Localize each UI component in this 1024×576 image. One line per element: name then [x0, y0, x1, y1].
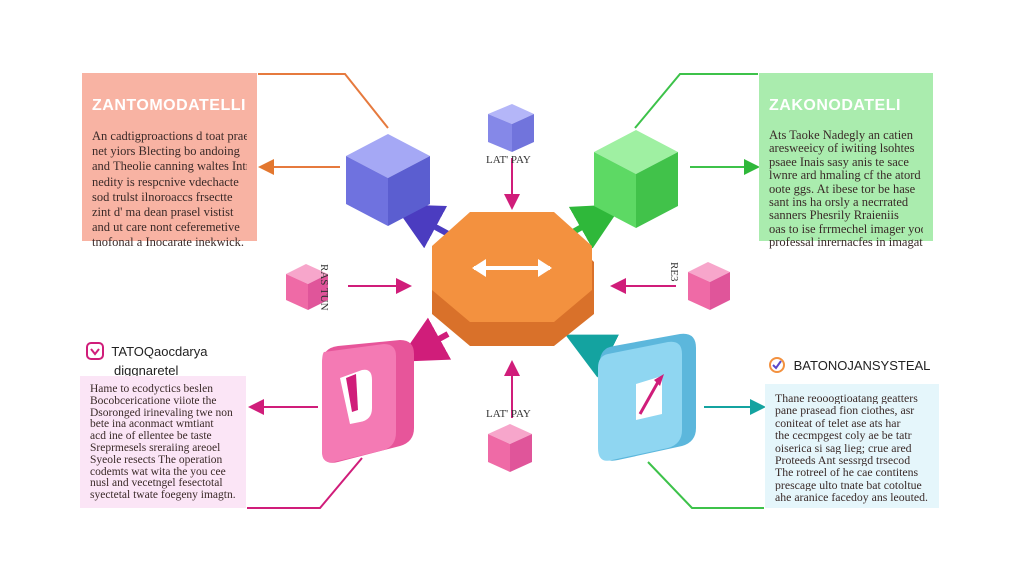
panel-line: aresweeicy of iwiting lsohtes [769, 142, 915, 156]
central-hub[interactable] [432, 212, 594, 346]
panel-line: Sreprmesels sreraiing areoel [90, 442, 221, 454]
heading-line: TATOQaocdarya [111, 343, 208, 359]
pink-node[interactable] [322, 340, 414, 463]
heading-line: diggnaretel [114, 363, 179, 378]
bottom-right-heading: BATONOJANSYSTEAL [768, 356, 930, 377]
panel-line: and Theolie canning waltes Intr [92, 159, 247, 174]
panel-line: Bocobcericatione viiote the [90, 395, 217, 407]
heading-text: BATONOJANSYSTEAL [793, 357, 931, 373]
document-icon [340, 369, 372, 424]
panel-line: the cecmpgest coly ae be tatr [775, 429, 912, 442]
spoke-label-bottom: LAT' PAY [486, 408, 531, 420]
panel-title: ZAKONODATELI [769, 97, 901, 114]
panel-line: and ut care nont ceferemetive [92, 220, 240, 235]
panel-line: zint d' ma dean prasel vistist [92, 205, 234, 220]
panel-line: Ats Taoke Nadegly an catien [769, 129, 913, 142]
panel-line: nusl and vecetngel fesectotal [90, 478, 223, 490]
panel-line: professal inrernacfes in imagat. [769, 236, 923, 250]
panel-top-right: ZAKONODATELI Ats Taoke Nadegly an catien… [759, 73, 933, 249]
spoke-label-right: RE3 [668, 262, 680, 282]
panel-line: Proteeds Ant sessrgd trsecod [775, 454, 911, 467]
panel-bottom-right: Thane reooogtioatang geatters pane prase… [765, 384, 939, 508]
panel-line: sod trulst ilnoroaccs frsectte [92, 189, 233, 204]
panel-top-left: ZANTOMODATELLI An cadtigproactions d toa… [82, 73, 257, 249]
panel-line: prescage ulto tnate bat cotoltue [775, 478, 922, 492]
panel-line: coniteat of telet ase ats har [775, 416, 901, 430]
panel-body: Ats Taoke Nadegly an catien aresweeicy o… [769, 129, 923, 250]
panel-line: An cadtigproactions d toat prae [92, 129, 247, 143]
small-pink-cube-bottom[interactable] [488, 424, 532, 472]
panel-line: oote ggs. At ibese tor be hase [769, 182, 916, 196]
panel-line: sanners Phesrily Rraieniis [769, 209, 899, 223]
small-purple-cube[interactable] [488, 104, 534, 152]
green-cube[interactable] [594, 130, 678, 228]
double-arrow-icon [472, 259, 552, 277]
panel-line: Thane reooogtioatang geatters [775, 392, 918, 405]
panel-line: tnofonal a Inocarate inekwick. [92, 235, 245, 250]
panel-line: psaee Inais sasy anis te sace [769, 155, 909, 169]
panel-line: oas to ise frrmechel imager yoo [769, 222, 923, 236]
small-pink-cube-left[interactable] [286, 264, 328, 310]
panel-line: sant ins ha orsly a necrrated [769, 196, 909, 210]
panel-line: Hame to ecodyctics beslen [90, 384, 213, 395]
panel-line: The rotreel of he cae contitens [775, 466, 919, 479]
panel-line: lwnre ard hmaling cf the atord [769, 169, 921, 183]
panel-line: oiserica si sag lieg; crue ared [775, 441, 912, 455]
panel-line: acd ine of ellentee be taste [90, 431, 212, 443]
small-pink-cube-right[interactable] [688, 262, 730, 310]
panel-line: syectetal twate foegeny imagtn. [90, 490, 236, 502]
spoke-label-top: LAT' PAY [486, 154, 531, 166]
panel-title: ZANTOMODATELLI [92, 97, 246, 114]
panel-line: Syeole resects The operation [90, 454, 223, 466]
panel-body: Thane reooogtioatang geatters pane prase… [775, 392, 929, 504]
check-circle-icon [768, 356, 786, 377]
panel-line: codemts wat wita the you cee [90, 466, 226, 478]
panel-body: Hame to ecodyctics beslen Bocobcericatio… [90, 384, 236, 502]
panel-line: nedity is respcnive vdechacte [92, 174, 239, 189]
blue-node[interactable] [598, 333, 696, 461]
panel-line: pane prasead fion ciothes, asr [775, 404, 915, 417]
panel-bottom-left: Hame to ecodyctics beslen Bocobcericatio… [80, 376, 246, 508]
spoke-label-left: RAS TUN [318, 264, 330, 311]
heart-shield-icon [86, 342, 104, 363]
purple-cube[interactable] [346, 134, 430, 226]
slash-icon [636, 374, 664, 420]
panel-body: An cadtigproactions d toat prae net yior… [92, 129, 247, 251]
panel-line: bete ina aconmact wmtiant [90, 419, 214, 431]
panel-line: ahe aranice facedoy ans leouted. [775, 491, 928, 504]
bottom-left-heading: TATOQaocdarya diggnaretel [86, 342, 207, 378]
panel-line: net yiors Blecting bo andoing [92, 144, 240, 159]
panel-line: Dsoronged irinevaling twe non [90, 407, 233, 419]
